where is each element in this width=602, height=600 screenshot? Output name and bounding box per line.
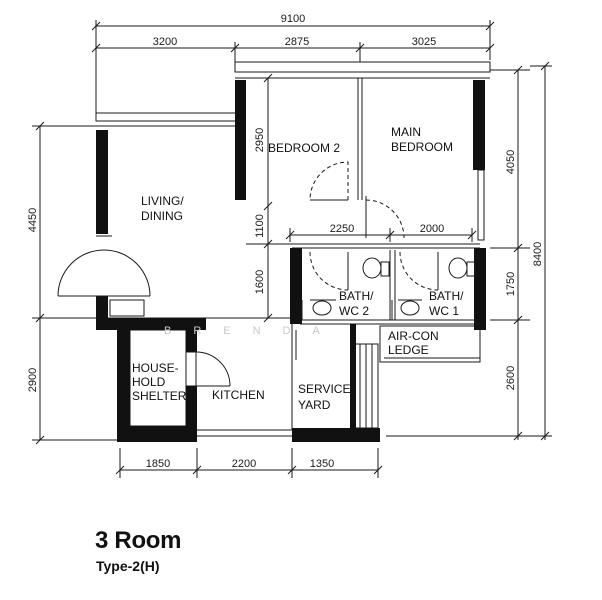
- door-swings: [57, 161, 476, 387]
- dim-left-1: 4450: [27, 208, 39, 232]
- room-living-line1: LIVING/: [141, 194, 184, 208]
- dimension-labels: 9100 3200 2875 3025 2250 2000 2950 1100 …: [27, 13, 544, 470]
- dim-right-2: 1750: [505, 272, 517, 296]
- room-bedroom-2: BEDROOM 2: [268, 141, 340, 155]
- room-service-yard-line2: YARD: [298, 398, 331, 412]
- room-aircon-line2: LEDGE: [388, 343, 429, 357]
- room-service-yard-line1: SERVICE: [298, 382, 350, 396]
- dim-right-1: 4050: [505, 150, 517, 174]
- dim-overall-width: 9100: [281, 13, 305, 25]
- room-kitchen: KITCHEN: [212, 388, 265, 402]
- room-bath1-line2: WC 1: [429, 304, 459, 318]
- room-main-bedroom-line1: MAIN: [391, 125, 421, 139]
- dim-bottom-1: 1850: [146, 458, 170, 470]
- dim-right-3: 2600: [505, 366, 517, 390]
- room-shelter-line2: HOLD: [132, 375, 166, 389]
- plan-title: 3 Room: [95, 527, 182, 554]
- dim-interior-1: 2250: [330, 223, 354, 235]
- room-shelter-line1: HOUSE-: [132, 361, 179, 375]
- room-bath1-line1: BATH/: [429, 289, 464, 303]
- watermark: BRENDA: [164, 325, 342, 337]
- room-bath2-line1: BATH/: [339, 289, 374, 303]
- plan-subtitle: Type-2(H): [96, 558, 160, 574]
- room-labels: BEDROOM 2 MAIN BEDROOM LIVING/ DINING BA…: [132, 125, 464, 412]
- dim-interior-v-2: 1100: [254, 214, 266, 238]
- room-living-line2: DINING: [141, 209, 183, 223]
- dim-left-2: 2900: [27, 368, 39, 392]
- room-main-bedroom-line2: BEDROOM: [391, 140, 453, 154]
- dim-interior-v-1: 2950: [254, 128, 266, 152]
- dim-interior-2: 2000: [420, 223, 444, 235]
- room-aircon-line1: AIR-CON: [388, 329, 439, 343]
- dimension-lines: [32, 20, 552, 478]
- dim-top-2: 2875: [285, 36, 309, 48]
- walls: [96, 80, 486, 442]
- dim-bottom-3: 1350: [310, 458, 334, 470]
- dim-interior-v-3: 1600: [254, 270, 266, 294]
- dim-right-outer: 8400: [532, 242, 544, 266]
- dim-bottom-2: 2200: [232, 458, 256, 470]
- room-shelter-line3: SHELTER: [132, 389, 187, 403]
- room-bath2-line2: WC 2: [339, 304, 369, 318]
- dim-top-1: 3200: [153, 36, 177, 48]
- dim-top-3: 3025: [412, 36, 436, 48]
